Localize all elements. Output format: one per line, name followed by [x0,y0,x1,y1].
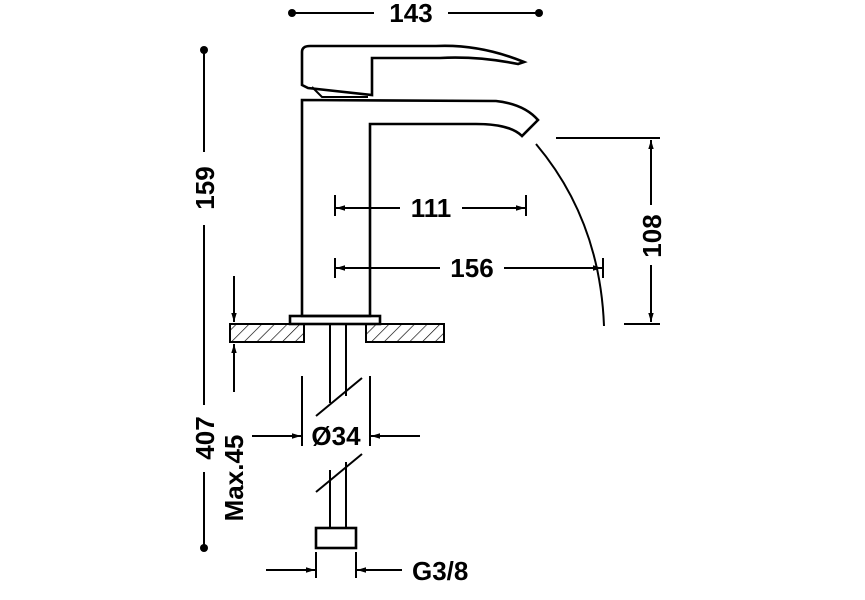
faucet-lever-gap [311,86,368,98]
label-hole-diameter: Ø34 [311,421,361,451]
dim-water-projection: 156 [334,253,604,283]
faucet-main-body [300,98,540,318]
countertop-left [229,323,305,343]
connector-nut [314,526,358,550]
label-connection-thread: G3/8 [412,556,468,586]
label-spout-height: 108 [637,214,667,257]
faucet-outline [288,44,540,326]
dim-deck-thickness: Max.45 [219,276,249,521]
faucet-base-plate [288,314,382,326]
label-max-deck-thickness: Max.45 [219,435,249,522]
label-water-projection: 156 [450,253,493,283]
break-line-bottom [315,453,363,493]
label-total-height: 407 [190,416,220,459]
countertop-right [365,323,445,343]
dim-hole-diameter: Ø34 [252,376,420,451]
break-line-top [315,377,363,417]
label-spout-reach: 111 [411,193,452,223]
label-overall-width: 143 [389,0,432,28]
label-overall-height: 159 [190,166,220,209]
dim-total-height: 407 [190,318,220,552]
dim-spout-height: 108 [556,137,667,325]
countertop-section [229,323,445,343]
faucet-lever-handle [300,44,528,97]
water-stream-arc [535,143,605,327]
dim-overall-width: 143 [288,0,543,28]
dim-overall-height: 159 [190,46,220,318]
dim-spout-reach: 111 [334,193,527,223]
dim-connection-thread: G3/8 [266,552,468,586]
supply-shank [314,324,363,550]
